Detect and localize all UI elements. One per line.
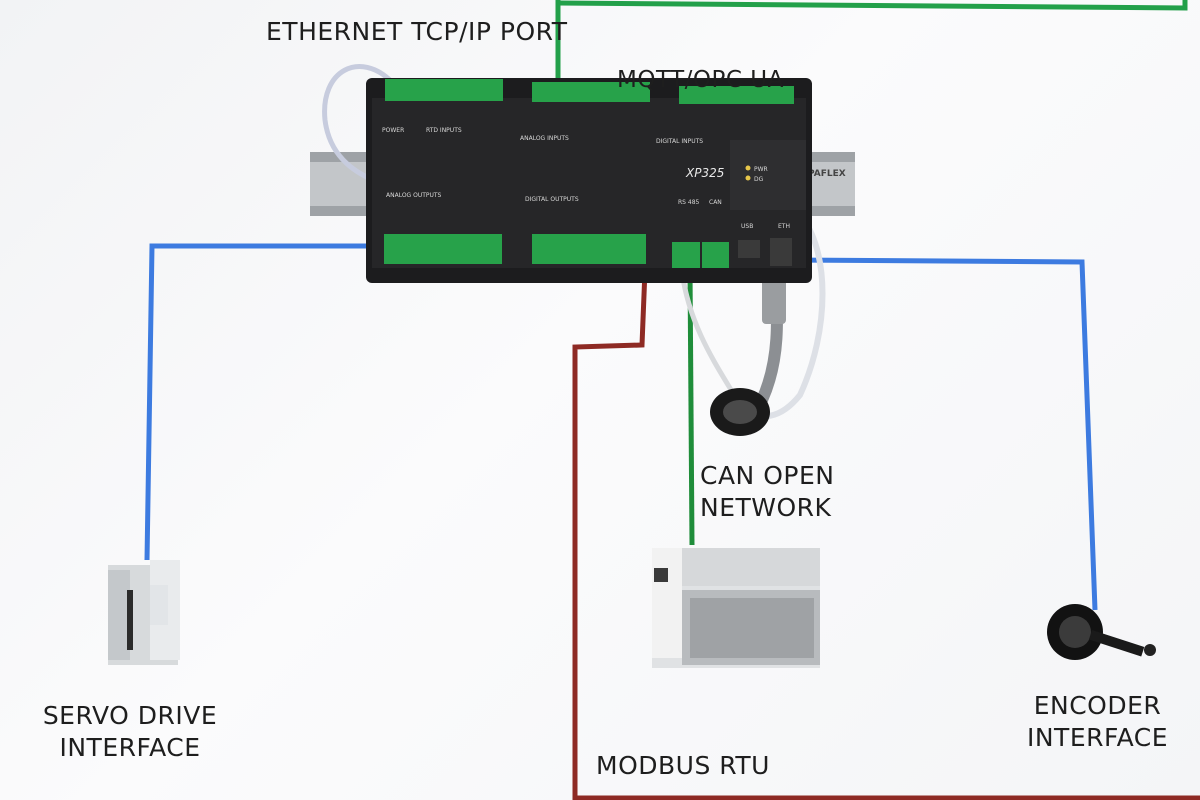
encoder-line [789,257,1098,611]
eth-port [770,238,792,266]
section-analog-in: ANALOG INPUTS [520,135,569,142]
dg-led [745,175,751,181]
servo-drive-line [144,243,380,561]
encoder-image [1047,604,1156,660]
modbus-line [572,269,1200,800]
servo-label-line2: INTERFACE [59,733,201,762]
terminal-block-top-2 [532,82,650,102]
terminal-block-can [702,242,729,268]
modbus-label: MODBUS RTU [596,751,770,780]
usb-label: USB [741,223,753,230]
top-cable [322,64,394,185]
led-dg-label: DG [754,176,764,183]
encoder-label-line1: ENCODER [1033,691,1162,720]
servo-drive-image [108,560,180,665]
terminal-block-top-3 [679,86,794,104]
eth-label: ETH [778,223,790,230]
can-open-label: CAN OPEN NETWORK [700,460,835,524]
encoder-label-line2: INTERFACE [1026,723,1168,752]
terminal-block-bottom-2 [532,234,646,264]
can-label: CAN [709,199,722,206]
section-digital-out: DIGITAL OUTPUTS [525,196,579,203]
section-digital-in: DIGITAL INPUTS [656,138,703,145]
can-open-label-line1: CAN OPEN [700,461,835,490]
ethernet-top-line [557,0,1188,11]
encoder-label: ENCODER INTERFACE [1025,690,1170,754]
servo-drive-label: SERVO DRIVE INTERFACE [40,700,220,764]
rs485-label: RS 485 [678,199,700,206]
rail-brand: PAFLEX [808,169,846,179]
ethernet-label: ETHERNET TCP/IP PORT [266,17,568,46]
section-power: POWER [382,127,404,134]
mqtt-label: MQTT/OPC UA [617,67,784,93]
servo-label-line1: SERVO DRIVE [42,701,218,730]
can-open-label-line2: NETWORK [700,493,832,522]
terminal-block-bottom-1 [384,234,502,264]
terminal-block-rs485 [672,242,700,268]
terminal-block-top-1 [385,79,503,101]
section-analog-out: ANALOG OUTPUTS [386,192,442,199]
usb-port [738,240,760,258]
pwr-led [745,165,751,171]
plc-model: XP325 [685,166,724,180]
io-module-image [652,548,820,668]
section-rtd: RTD INPUTS [426,127,462,134]
led-pwr-label: PWR [754,166,768,173]
